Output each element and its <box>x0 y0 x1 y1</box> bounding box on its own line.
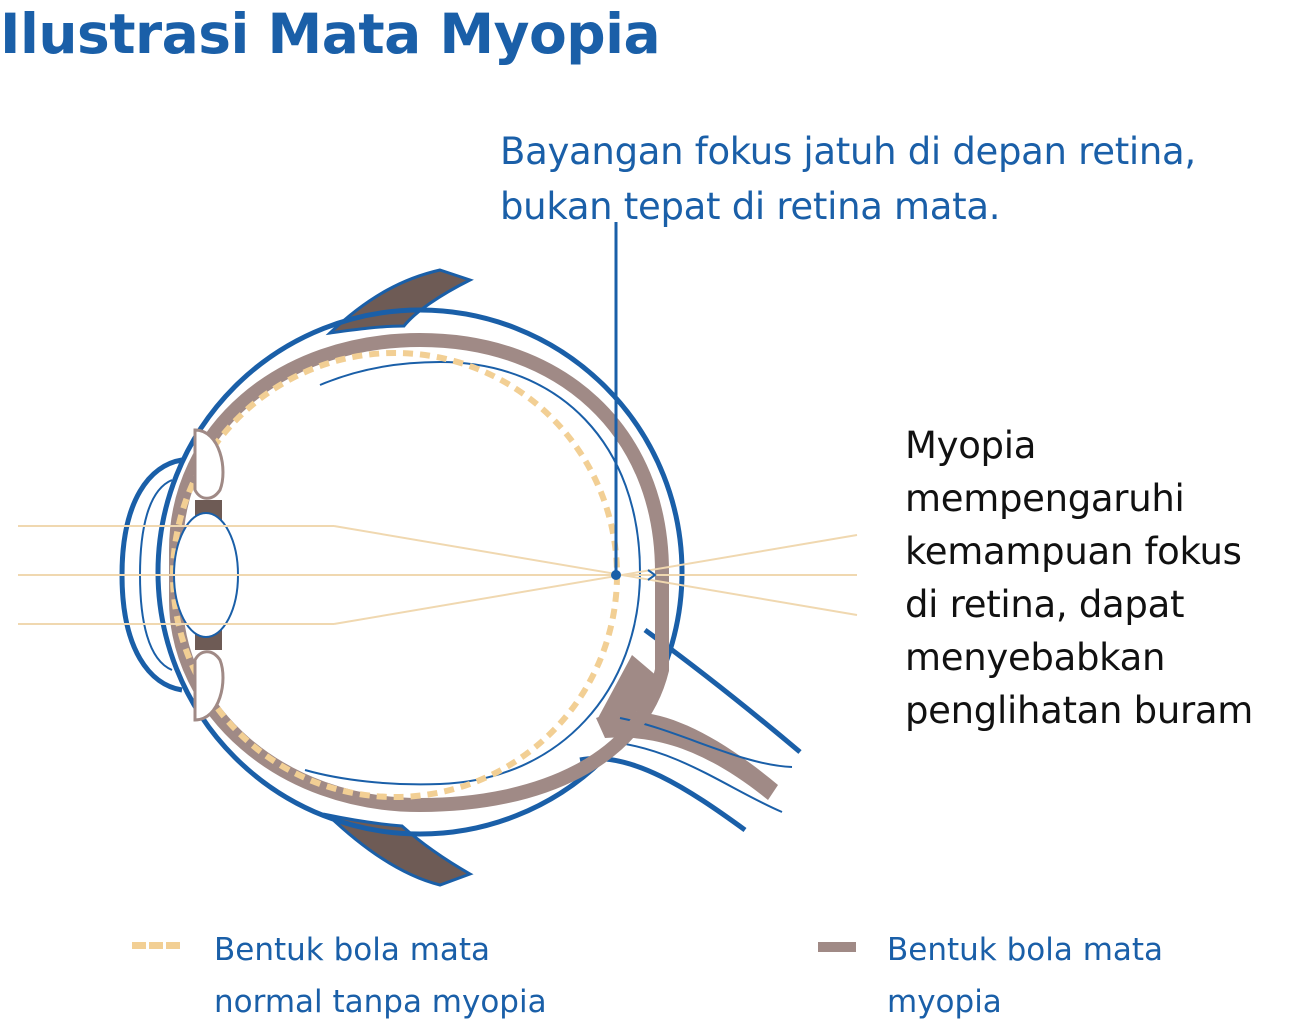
focal-point-dot <box>611 570 621 580</box>
sclera-outline <box>155 307 685 837</box>
optic-nerve-wedge <box>598 655 665 718</box>
ciliary-body-upper <box>193 428 225 500</box>
lower-eye-muscle <box>323 812 474 887</box>
diagram-title: Ilustrasi Mata Myopia <box>0 2 661 66</box>
legend-label-normal: Bentuk bola mata normal tanpa myopia <box>214 932 547 1020</box>
focal-point-arrow <box>647 569 657 581</box>
legend-label-myopia: Bentuk bola mata myopia <box>887 932 1164 1020</box>
light-rays <box>18 525 858 625</box>
ciliary-body-lower <box>193 650 225 722</box>
retina-line <box>304 360 642 786</box>
upper-eye-muscle <box>325 268 474 336</box>
optic-nerve-outer-bottom <box>579 756 747 833</box>
callout-focus-text: Bayangan fokus jatuh di depan retina, bu… <box>500 130 1196 228</box>
optic-nerve-sheath <box>596 711 778 800</box>
optic-nerve-line-2 <box>611 741 783 813</box>
legend-swatch-myopia <box>818 942 856 952</box>
legend-swatch-normal <box>132 942 180 949</box>
callout-effect-text: Myopia mempengaruhi kemampuan fokus di r… <box>905 424 1254 732</box>
